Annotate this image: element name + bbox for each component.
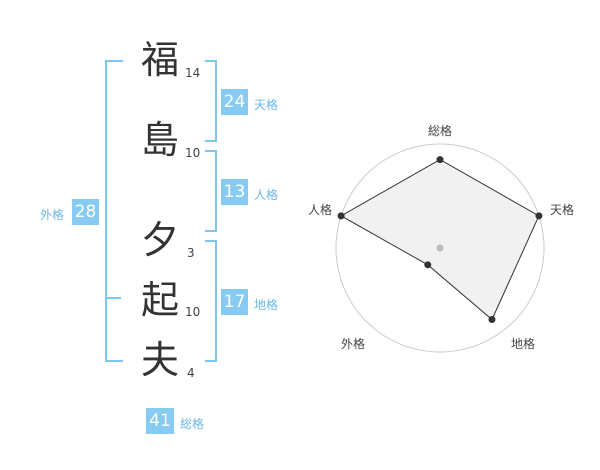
radar-point-right xyxy=(535,212,543,220)
soukaku-label: 総格 xyxy=(180,417,205,431)
chikaku-value: 17 xyxy=(221,289,248,315)
gaikaku-bracket-mid xyxy=(105,297,121,299)
stroke-count-4: 10 xyxy=(185,305,201,319)
radar-point-bottom-right xyxy=(488,316,496,324)
radar-label-chikaku: 地格 xyxy=(511,337,536,351)
chikaku-bracket xyxy=(205,240,217,362)
tenkaku-value: 24 xyxy=(221,89,248,115)
radar-shape xyxy=(340,159,540,321)
name-char-2: 島 xyxy=(140,118,179,162)
gaikaku-value: 28 xyxy=(72,199,99,225)
jinkaku-bracket xyxy=(205,150,217,232)
radar-center-dot xyxy=(436,244,444,252)
radar-point-bottom-left xyxy=(424,261,432,269)
jinkaku-value: 13 xyxy=(221,179,248,205)
radar-label-gaikaku: 外格 xyxy=(341,337,366,351)
stroke-count-1: 14 xyxy=(185,66,201,80)
soukaku-value: 41 xyxy=(146,408,174,434)
tenkaku-label: 天格 xyxy=(254,98,279,112)
radar-label-tenkaku: 天格 xyxy=(550,203,575,217)
stroke-count-2: 10 xyxy=(185,146,201,160)
radar-points xyxy=(337,156,543,324)
name-char-5: 夫 xyxy=(140,338,179,382)
radar-label-soukaku: 総格 xyxy=(428,124,453,138)
chikaku-label: 地格 xyxy=(254,298,279,312)
name-char-4: 起 xyxy=(140,278,179,322)
radar-label-jinkaku: 人格 xyxy=(308,203,333,217)
gaikaku-label: 外格 xyxy=(40,208,65,222)
radar-point-top xyxy=(436,156,444,164)
radar-point-left xyxy=(337,212,345,220)
name-char-3: 夕 xyxy=(140,218,179,262)
stroke-count-3: 3 xyxy=(187,246,195,260)
stroke-count-5: 4 xyxy=(187,366,195,380)
tenkaku-bracket xyxy=(205,60,217,142)
name-char-1: 福 xyxy=(140,38,179,82)
gaikaku-bracket xyxy=(105,60,123,362)
jinkaku-label: 人格 xyxy=(254,188,279,202)
